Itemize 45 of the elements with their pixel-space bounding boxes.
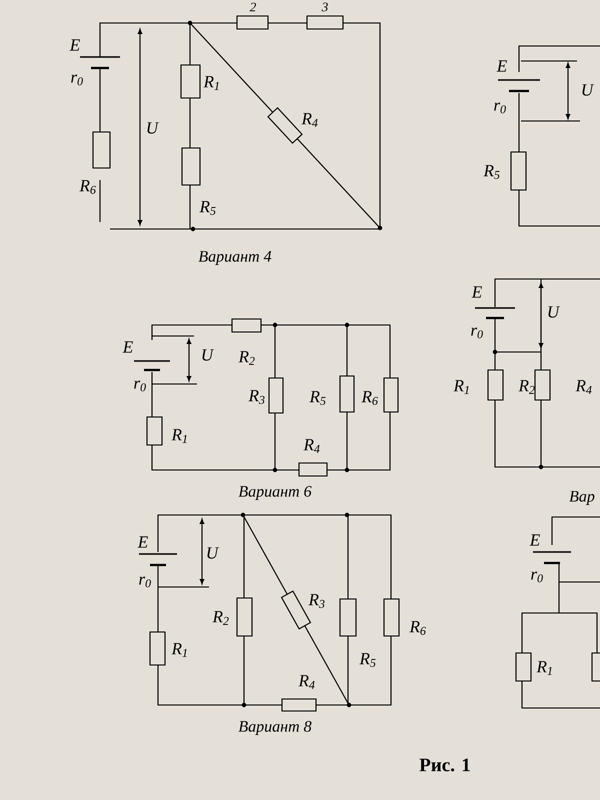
component-label: R$_{1}$	[172, 429, 187, 443]
component-label: R$_{2}$	[238, 351, 255, 365]
component-label: E	[496, 60, 507, 72]
component-label: R$_{4}$	[576, 380, 592, 394]
component-label: r$_{0}$	[134, 380, 146, 392]
component-label: R$_{1}$	[536, 661, 552, 675]
component-label: U	[147, 122, 160, 134]
component-label: Вариант 6	[238, 486, 312, 500]
component-label: U	[582, 84, 594, 96]
component-label: R$_{5}$	[310, 391, 326, 405]
component-label: E	[472, 286, 482, 298]
component-label: U	[548, 306, 560, 318]
component-label: r$_{0}$	[71, 74, 83, 86]
component-label: R$_{2}$	[518, 380, 535, 394]
component-label: r$_{0}$	[139, 576, 151, 588]
component-label: E	[138, 536, 148, 548]
component-label: R$_{5}$	[360, 653, 376, 667]
component-label: R$_{3}$	[308, 594, 324, 608]
component-label: r$_{0}$	[471, 328, 483, 338]
component-label: r$_{0}$	[494, 102, 506, 114]
component-label: R$_{6}$	[410, 621, 426, 635]
component-label: R$_{4}$	[304, 439, 320, 453]
component-label: R$_{6}$	[362, 391, 378, 405]
component-label: E	[122, 341, 133, 353]
component-label: r$_{0}$	[531, 572, 543, 582]
component-label: Вариант 8	[238, 721, 312, 736]
component-label: R$_{2}$	[212, 611, 229, 625]
component-label: R$_{1}$	[204, 76, 219, 90]
component-label: U	[202, 349, 214, 361]
component-label: R$_{1}$	[172, 643, 187, 657]
component-label: E	[70, 39, 80, 51]
component-label: Вариант 4	[198, 251, 272, 265]
component-label: R$_{3}$	[248, 390, 264, 404]
component-label: E	[530, 534, 540, 546]
figure-caption: Рис. 1	[420, 758, 470, 772]
component-label: 3	[322, 2, 328, 12]
component-label: R$_{6}$	[80, 180, 96, 194]
component-label: R$_{5}$	[200, 201, 216, 215]
component-label: Вар	[569, 491, 594, 505]
component-label: U	[207, 547, 220, 559]
component-label: R$_{5}$	[484, 165, 500, 179]
component-label: 2	[250, 2, 256, 12]
component-label: R$_{1}$	[454, 380, 469, 394]
component-label: R$_{4}$	[302, 113, 318, 127]
component-label: R$_{4}$	[298, 675, 315, 689]
